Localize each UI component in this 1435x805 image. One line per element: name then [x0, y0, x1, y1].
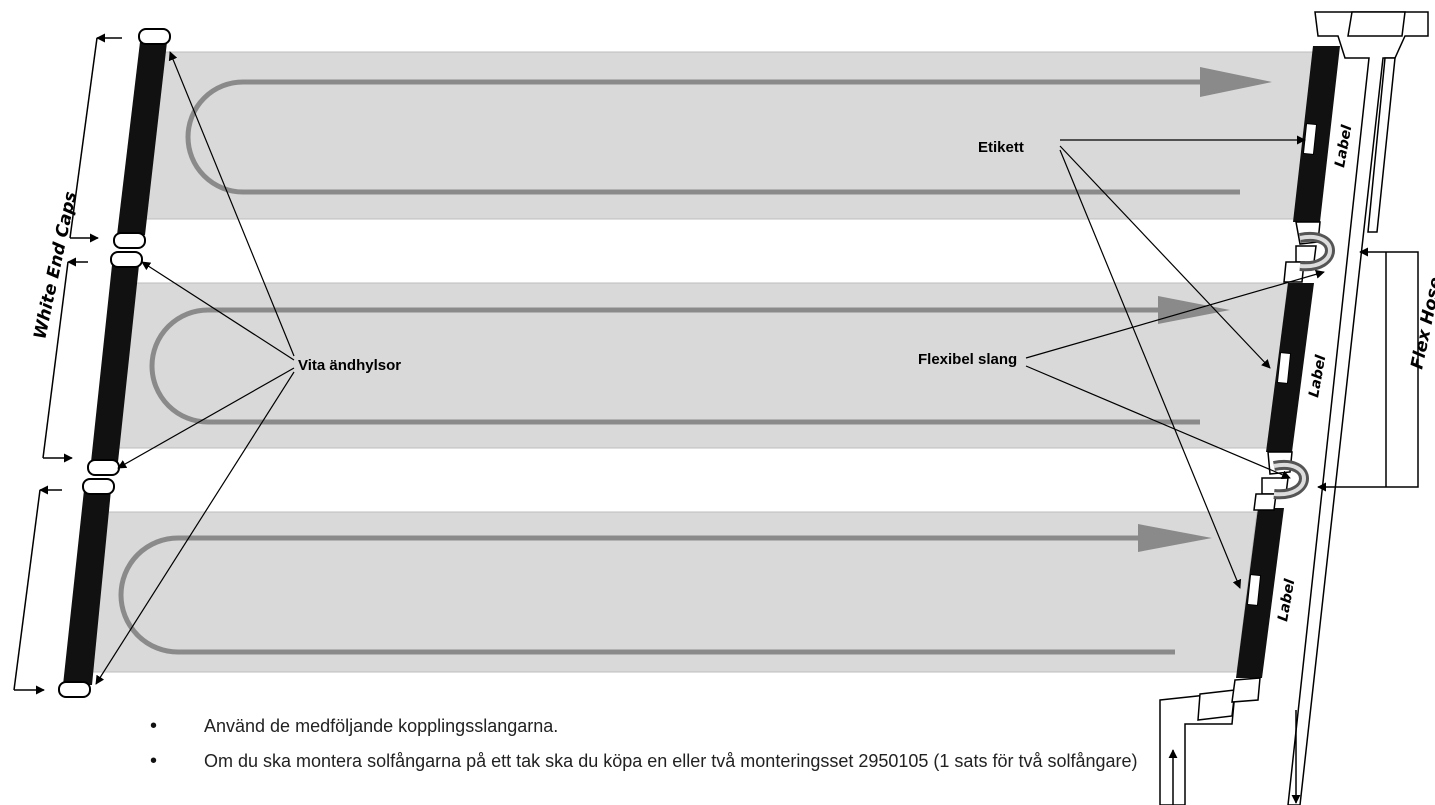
flex-hose-bracket: [1317, 247, 1419, 492]
connector-elbow-1: [1283, 221, 1321, 283]
return-pipe-frame: [1287, 11, 1429, 805]
flexibel-slang-callout: Flexibel slang: [918, 351, 1017, 368]
left-header-pipe-2: [91, 265, 139, 462]
note-item: Använd de medföljande kopplingsslangarna…: [150, 716, 1150, 736]
flexibel-slang-leader-lines: [1025, 269, 1325, 479]
label-slot-3: [1246, 574, 1262, 606]
connector-elbow-2: [1253, 451, 1293, 511]
right-header-pipe-2: [1266, 283, 1314, 452]
flow-loop-1: [185, 79, 1240, 195]
label-slot-2: [1276, 352, 1292, 384]
end-cap-2-top: [110, 251, 143, 268]
right-header-pipe-1: [1293, 46, 1340, 222]
flow-arrowhead-1: [1200, 67, 1272, 97]
note-item: Om du ska montera solfångarna på ett tak…: [150, 751, 1150, 771]
end-cap-2-bottom: [87, 459, 120, 476]
end-cap-1-bottom: [113, 232, 146, 249]
end-cap-1-top: [138, 28, 171, 45]
panel-label-3: Label: [1275, 578, 1298, 623]
flow-loop-2: [149, 307, 1200, 425]
left-header-pipe-3: [63, 490, 111, 685]
white-end-caps-label: White End Caps: [30, 190, 81, 341]
panel-label-2: Label: [1306, 354, 1329, 399]
flex-hose-2: [1273, 459, 1309, 500]
vita-andhylsor-callout: Vita ändhylsor: [298, 357, 401, 374]
etikett-leader-lines: [1059, 135, 1306, 589]
end-cap-3-bottom: [58, 681, 91, 698]
inlet-pipe-bottom-left: [1159, 677, 1261, 805]
right-header-pipe-3: [1236, 508, 1284, 678]
installation-notes: Använd de medföljande kopplingsslangarna…: [150, 716, 1150, 771]
flow-arrowhead-3: [1138, 524, 1212, 552]
flex-hose-label: Flex Hose: [1407, 276, 1435, 372]
end-caps: [58, 28, 171, 698]
label-slots: [1246, 123, 1318, 606]
etikett-callout: Etikett: [978, 139, 1024, 156]
panel-label-1: Label: [1332, 124, 1355, 169]
flex-hose-1: [1299, 231, 1335, 272]
left-header-pipe-1: [117, 42, 167, 235]
end-caps-brackets: [13, 33, 122, 695]
flow-loop-3: [118, 535, 1175, 655]
vita-andhylsor-leader-lines: [95, 51, 295, 685]
end-cap-3-top: [82, 478, 115, 495]
